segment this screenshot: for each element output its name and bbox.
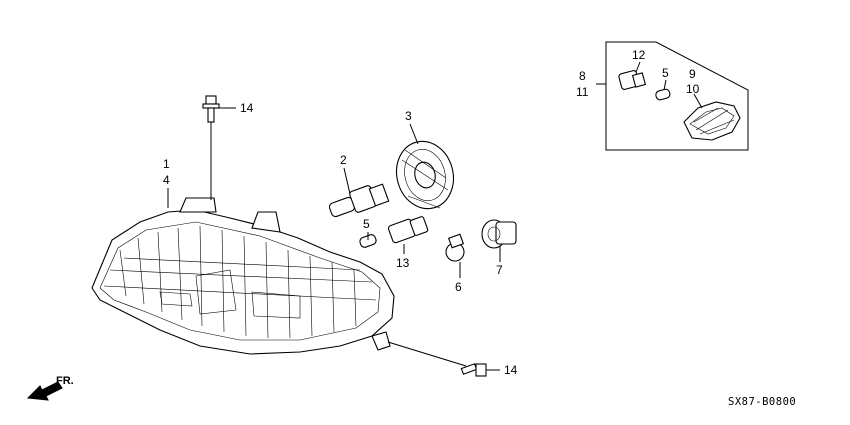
callout-10: 10 (686, 82, 700, 96)
dust-cover (396, 123, 454, 210)
callout-12: 12 (632, 48, 646, 62)
callout-11: 11 (576, 85, 589, 99)
callout-8: 8 (579, 69, 586, 83)
arrow-down-left-icon (26, 381, 63, 401)
bulb-socket (387, 216, 429, 254)
callout-3: 3 (405, 109, 412, 123)
callout-9: 9 (689, 67, 696, 81)
callout-7: 7 (496, 263, 503, 277)
bolt-top (202, 95, 220, 200)
wedge-bulb-small (359, 232, 377, 248)
callout-5-left: 5 (363, 217, 370, 231)
diagram-code: SX87-B0800 (728, 396, 796, 408)
callout-labels: 1 4 14 2 3 5 13 6 7 14 8 11 12 5 9 10 (163, 48, 700, 377)
callout-5-right: 5 (662, 66, 669, 80)
direction-label: FR. (56, 375, 74, 387)
callout-6: 6 (455, 280, 462, 294)
callout-13: 13 (396, 256, 410, 270)
callout-2: 2 (340, 153, 347, 167)
headlight-bulb (328, 167, 390, 218)
callout-14-top: 14 (240, 101, 254, 115)
signal-socket (481, 219, 517, 262)
callout-4: 4 (163, 173, 170, 187)
leader-lines (167, 107, 500, 371)
turn-signal-bulb (445, 233, 465, 278)
side-marker-group (596, 41, 749, 151)
callout-14-bottom: 14 (504, 363, 518, 377)
bolt-bottom (387, 341, 487, 377)
callout-1: 1 (163, 157, 170, 171)
headlight-assembly (91, 197, 395, 355)
